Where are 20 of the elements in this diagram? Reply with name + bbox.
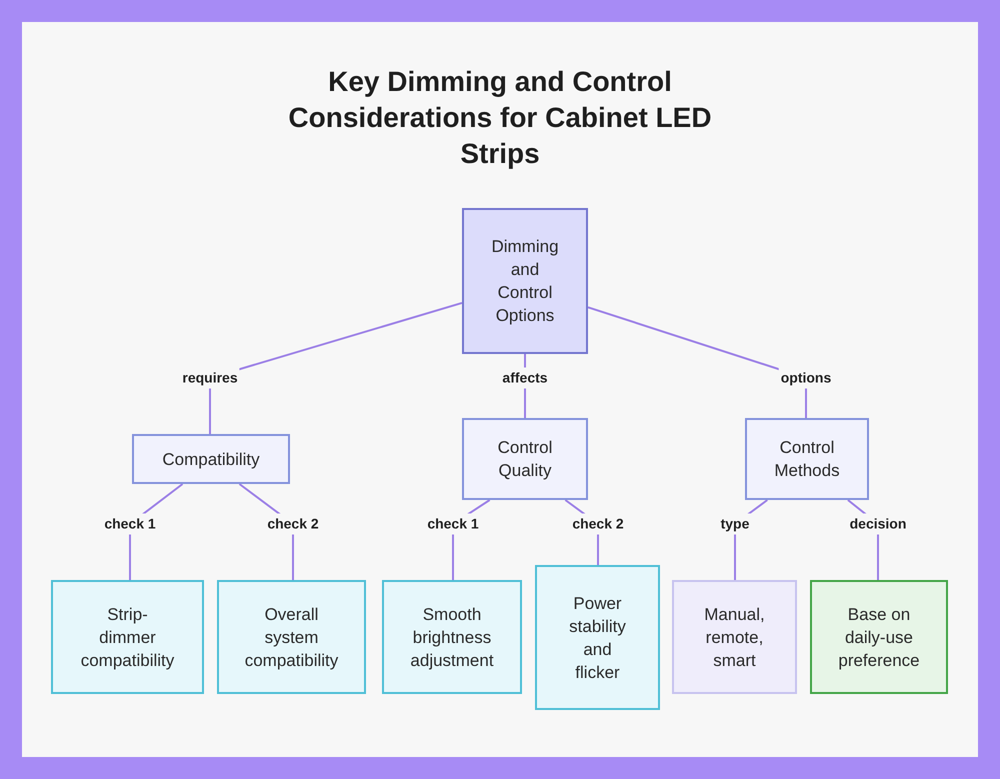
category-box: Control Quality (462, 418, 588, 500)
detail-box: Smooth brightness adjustment (382, 580, 522, 694)
root-box: Dimming and Control Options (462, 208, 588, 354)
edge-label: decision (848, 514, 908, 534)
detail-box: Strip-dimmer compatibility (51, 580, 204, 694)
decision-box: Base on daily-use preference (810, 580, 948, 694)
edge-label: options (778, 368, 834, 388)
edge-label: requires (180, 368, 240, 388)
edge-label: check 1 (425, 514, 481, 534)
edge-label: check 1 (102, 514, 158, 534)
detail-box: Overall system compatibility (217, 580, 366, 694)
detail-box: Power stability and flicker (535, 565, 660, 710)
edge-label: check 2 (265, 514, 321, 534)
category-box: Control Methods (745, 418, 869, 500)
diagram-title: Key Dimming and Control Considerations for Cabinet LED Strips (287, 65, 713, 171)
edge-label: affects (500, 368, 550, 388)
edge-label: type (718, 514, 752, 534)
category-box: Compatibility (132, 434, 290, 484)
edge-label: check 2 (570, 514, 626, 534)
detail-box: Manual, remote, smart (672, 580, 797, 694)
